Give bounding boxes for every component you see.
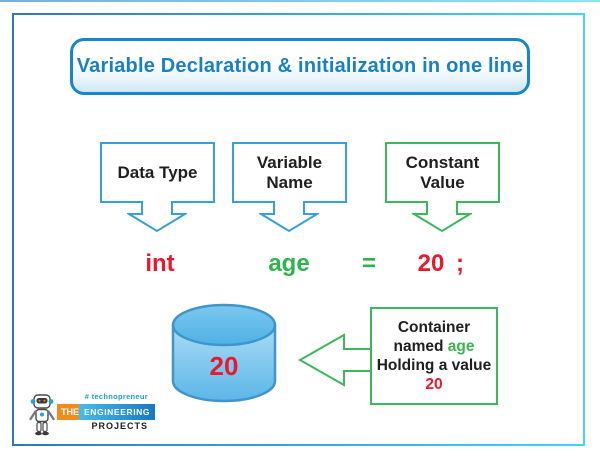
- note-value: 20: [425, 376, 443, 393]
- label-box-data-type: Data Type: [100, 142, 215, 203]
- top-edge-line: [0, 0, 600, 2]
- label-box-line: Variable: [256, 152, 323, 172]
- label-box-constant-value: Constant Value: [385, 142, 500, 203]
- title-banner: Variable Declaration & initialization in…: [70, 38, 530, 95]
- label-box-line: Constant: [405, 152, 480, 172]
- code-terminator: ;: [456, 250, 464, 277]
- note-line-prefix: named: [393, 338, 448, 355]
- code-operator: =: [361, 250, 377, 277]
- down-arrow-icon: [412, 201, 472, 233]
- note-line: Holding a value: [376, 357, 492, 374]
- label-box-variable-name: Variable Name: [232, 142, 347, 203]
- logo-word-the: THE: [57, 404, 83, 420]
- robot-logo-icon: [29, 394, 55, 436]
- left-arrow-icon: [298, 333, 372, 387]
- down-arrow-icon: [127, 201, 187, 233]
- container-note-box: Container named age Holding a value 20: [370, 307, 498, 405]
- note-line: Container: [397, 319, 471, 336]
- brand-logo: # technopreneur THE ENGINEERING PROJECTS: [28, 391, 156, 439]
- code-value: 20: [417, 250, 445, 277]
- label-box-line: Name: [266, 172, 313, 192]
- down-arrow-icon: [259, 201, 319, 233]
- code-variable: age: [268, 250, 310, 277]
- note-line: named age: [394, 337, 475, 356]
- page-title: Variable Declaration & initialization in…: [76, 55, 524, 77]
- container-cylinder-icon: [171, 303, 277, 403]
- label-box-line: Value: [420, 172, 465, 192]
- label-box-line: Data Type: [117, 162, 198, 182]
- logo-hashtag: # technopreneur: [84, 392, 148, 401]
- note-variable-name: age: [447, 338, 475, 355]
- cylinder-value: 20: [209, 351, 239, 381]
- logo-word-projects: PROJECTS: [91, 421, 148, 431]
- code-datatype: int: [145, 250, 175, 277]
- logo-word-engineering: ENGINEERING: [79, 404, 156, 420]
